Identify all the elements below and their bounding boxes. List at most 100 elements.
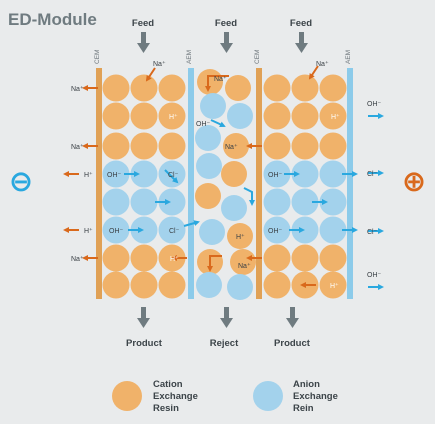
ion-label-na: Na⁺ bbox=[71, 143, 84, 151]
legend-anion-line-3: Rein bbox=[293, 403, 314, 414]
anion-resin-bead bbox=[291, 216, 319, 244]
anion-arrow bbox=[183, 220, 200, 227]
ion-label-na: Na⁺ bbox=[214, 75, 227, 83]
ion-label-h: H⁺ bbox=[330, 282, 339, 290]
anion-resin-bead bbox=[263, 160, 291, 188]
anion-resin-bead bbox=[102, 160, 130, 188]
anion-arrow bbox=[243, 187, 255, 206]
anion-resin-bead bbox=[196, 153, 222, 179]
cation-resin-bead bbox=[158, 132, 186, 160]
legend: Cation Exchange Resin Anion Exchange Rei… bbox=[112, 379, 338, 414]
anion-resin-bead bbox=[319, 188, 347, 216]
feed-label-3: Feed bbox=[290, 18, 312, 29]
cation-resin-bead bbox=[319, 74, 347, 102]
ion-labels: Na⁺ Na⁺ H⁺ H⁺ Na⁺ Na⁺ H⁺ OH⁻ Cl⁻ OH⁻ Cl⁻… bbox=[71, 60, 382, 290]
ion-label-na: Na⁺ bbox=[153, 60, 166, 68]
ion-label-cl: Cl⁻ bbox=[168, 172, 179, 179]
anion-resin-bead bbox=[221, 195, 247, 221]
legend-cation-swatch bbox=[112, 381, 142, 411]
ion-label-h: H⁺ bbox=[84, 171, 93, 179]
cation-resin-bead bbox=[102, 102, 130, 130]
feed-arrow-2 bbox=[220, 32, 233, 53]
feed-label-2: Feed bbox=[215, 18, 237, 29]
ion-label-na: Na⁺ bbox=[316, 60, 329, 68]
anion-resin-bead bbox=[200, 93, 226, 119]
cation-resin-bead bbox=[319, 244, 347, 272]
cation-arrow bbox=[145, 67, 156, 82]
cation-resin-bead bbox=[158, 74, 186, 102]
anion-resin-bead bbox=[130, 160, 158, 188]
anode-icon: ⊕ bbox=[402, 166, 426, 198]
cation-resin-bead bbox=[263, 102, 291, 130]
ion-label-oh: OH⁻ bbox=[107, 172, 122, 179]
cem-membrane-1 bbox=[96, 68, 102, 299]
cation-resin-bead bbox=[319, 271, 347, 299]
anion-resin-bead bbox=[319, 160, 347, 188]
ion-label-oh: OH⁻ bbox=[268, 228, 283, 235]
feed-arrow-1 bbox=[137, 32, 150, 53]
cation-resin-bead bbox=[230, 249, 256, 275]
cation-resin-bead bbox=[225, 75, 251, 101]
cation-resin-bead bbox=[158, 102, 186, 130]
cation-resin-bead bbox=[221, 161, 247, 187]
anion-resin-bead bbox=[291, 160, 319, 188]
cation-resin-bead bbox=[227, 223, 253, 249]
legend-anion-line-2: Exchange bbox=[293, 391, 338, 402]
cation-resin-bead bbox=[102, 74, 130, 102]
anion-resin-bead bbox=[158, 160, 186, 188]
legend-anion-line-1: Anion bbox=[293, 379, 320, 390]
product-arrow-2 bbox=[286, 307, 299, 328]
cem-label-2: CEM bbox=[254, 50, 261, 64]
cation-resin-bead bbox=[130, 132, 158, 160]
ion-label-oh: OH⁻ bbox=[367, 101, 382, 108]
ion-label-cl: Cl⁻ bbox=[367, 171, 378, 178]
cation-resin-bead bbox=[130, 244, 158, 272]
anion-arrow bbox=[210, 119, 226, 128]
ion-label-oh: OH⁻ bbox=[268, 172, 283, 179]
ion-label-h: H⁺ bbox=[331, 113, 340, 121]
cation-resin-bead bbox=[263, 244, 291, 272]
anion-resin-bead bbox=[319, 216, 347, 244]
ion-label-cl: Cl⁻ bbox=[367, 229, 378, 236]
cation-resin-bead bbox=[130, 74, 158, 102]
resin-beads bbox=[102, 69, 347, 300]
cation-resin-bead bbox=[319, 102, 347, 130]
ion-label-na: Na⁺ bbox=[225, 143, 238, 151]
ion-label-h: H⁺ bbox=[169, 113, 178, 121]
cation-arrow bbox=[207, 255, 222, 272]
ion-label-oh: OH⁻ bbox=[196, 121, 211, 128]
cation-resin-bead bbox=[263, 74, 291, 102]
ion-label-oh: OH⁻ bbox=[367, 272, 382, 279]
product-label-1: Product bbox=[126, 338, 163, 349]
cation-resin-bead bbox=[291, 74, 319, 102]
cem-membrane-2 bbox=[256, 68, 262, 299]
anion-resin-bead bbox=[199, 219, 225, 245]
anion-resin-bead bbox=[263, 188, 291, 216]
anion-resin-bead bbox=[196, 272, 222, 298]
ion-label-h: H⁺ bbox=[236, 233, 245, 241]
diagram-title: ED-Module bbox=[8, 10, 97, 29]
anion-resin-bead bbox=[291, 188, 319, 216]
anion-resin-bead bbox=[263, 216, 291, 244]
legend-cation-line-2: Exchange bbox=[153, 391, 198, 402]
cation-resin-bead bbox=[263, 271, 291, 299]
aem-label-2: AEM bbox=[345, 50, 352, 64]
anion-resin-bead bbox=[158, 216, 186, 244]
anion-resin-bead bbox=[130, 216, 158, 244]
cation-resin-bead bbox=[195, 183, 221, 209]
ion-label-na: Na⁺ bbox=[71, 255, 84, 263]
ion-label-na: Na⁺ bbox=[238, 262, 251, 270]
cathode-icon: ⊖ bbox=[9, 166, 33, 198]
aem-membrane-2 bbox=[347, 68, 353, 299]
cation-resin-bead bbox=[263, 132, 291, 160]
cation-resin-bead bbox=[102, 244, 130, 272]
ion-label-na: Na⁺ bbox=[71, 85, 84, 93]
cation-arrow bbox=[205, 75, 229, 92]
anion-resin-bead bbox=[158, 188, 186, 216]
product-label-2: Product bbox=[274, 338, 311, 349]
legend-cation-line-1: Cation bbox=[153, 379, 183, 390]
cation-resin-bead bbox=[291, 102, 319, 130]
anion-resin-bead bbox=[102, 216, 130, 244]
